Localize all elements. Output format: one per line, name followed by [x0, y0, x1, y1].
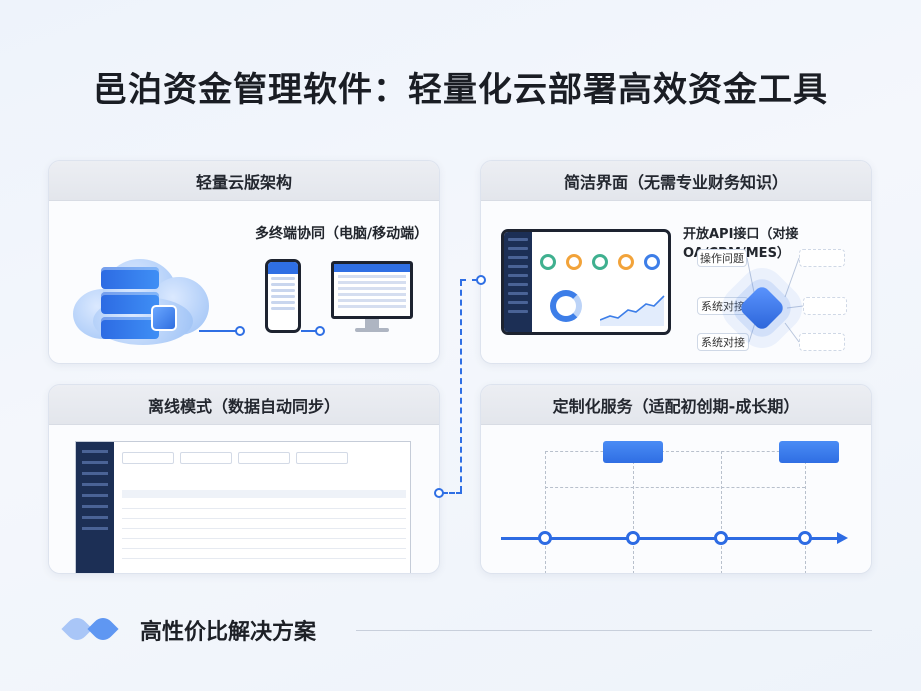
timeline-line: [501, 537, 841, 540]
dashed-connector-bottom: [442, 492, 462, 494]
phone-icon: [265, 259, 301, 333]
api-placeholder-chip: [799, 333, 845, 351]
milestone-box: [779, 441, 839, 463]
footer-tagline: 高性价比解决方案: [140, 620, 317, 645]
card-offline-mode: 离线模式（数据自动同步）: [48, 384, 440, 574]
connector-dot-bottom: [434, 488, 444, 498]
dashed-connector-top: [460, 279, 478, 281]
timeline-node: [798, 531, 812, 545]
grid-dash: [633, 451, 634, 573]
connector-line: [199, 330, 239, 332]
grid-dash: [545, 451, 546, 573]
connector-line-2: [301, 330, 321, 332]
footer-divider: [356, 630, 872, 631]
server-stack-icon: [101, 267, 159, 342]
card-custom-service: 定制化服务（适配初创期-成长期）: [480, 384, 872, 574]
card-heading: 简洁界面（无需专业财务知识）: [481, 161, 871, 201]
monitor-stand: [365, 319, 379, 329]
card-body: [481, 425, 871, 573]
grid-dash: [545, 487, 805, 488]
connector-dot-2: [315, 326, 325, 336]
milestone-box: [515, 573, 575, 574]
card-body: 开放API接口（对接OA/CRM/MES） 操作问题 系统对接 系统对接: [481, 201, 871, 363]
dashboard-tablet-mockup: [501, 229, 671, 335]
card-body: [49, 425, 439, 573]
milestone-box: [603, 441, 663, 463]
logo-right-leaf-icon: [87, 613, 119, 645]
card-body: 多终端协同（电脑/移动端）: [49, 201, 439, 363]
grid-dash: [805, 451, 806, 573]
api-item-3: 系统对接: [697, 333, 749, 351]
connector-dot: [235, 326, 245, 336]
api-connector-lines: [746, 257, 804, 343]
api-item-2: 系统对接: [697, 297, 749, 315]
multi-device-label: 多终端协同（电脑/移动端）: [255, 226, 429, 242]
cube-icon: [151, 305, 177, 331]
card-lightweight-cloud: 轻量云版架构 多终端协同（电脑/移动端）: [48, 160, 440, 364]
grid-dash: [721, 451, 722, 573]
card-heading: 轻量云版架构: [49, 161, 439, 201]
dashed-connector: [460, 280, 462, 492]
monitor-base: [355, 328, 389, 332]
timeline-node: [626, 531, 640, 545]
page-title: 邑泊资金管理软件：轻量化云部署高效资金工具: [93, 70, 828, 110]
api-item-1: 操作问题: [697, 249, 747, 267]
line-chart-icon: [600, 295, 665, 326]
timeline-arrow-icon: [837, 532, 848, 544]
timeline-node: [714, 531, 728, 545]
grid-dash: [545, 451, 805, 452]
timeline-node: [538, 531, 552, 545]
card-simple-interface: 简洁界面（无需专业财务知识） 开放API接口（对接OA/CRM/MES） 操作问…: [480, 160, 872, 364]
donut-chart-icon: [550, 290, 582, 322]
milestone-box: [691, 573, 751, 574]
data-table-screenshot: [75, 441, 411, 573]
card-heading: 离线模式（数据自动同步）: [49, 385, 439, 425]
desktop-monitor-icon: [331, 261, 413, 319]
api-placeholder-chip: [799, 249, 845, 267]
card-heading: 定制化服务（适配初创期-成长期）: [481, 385, 871, 425]
api-placeholder-chip: [803, 297, 847, 315]
